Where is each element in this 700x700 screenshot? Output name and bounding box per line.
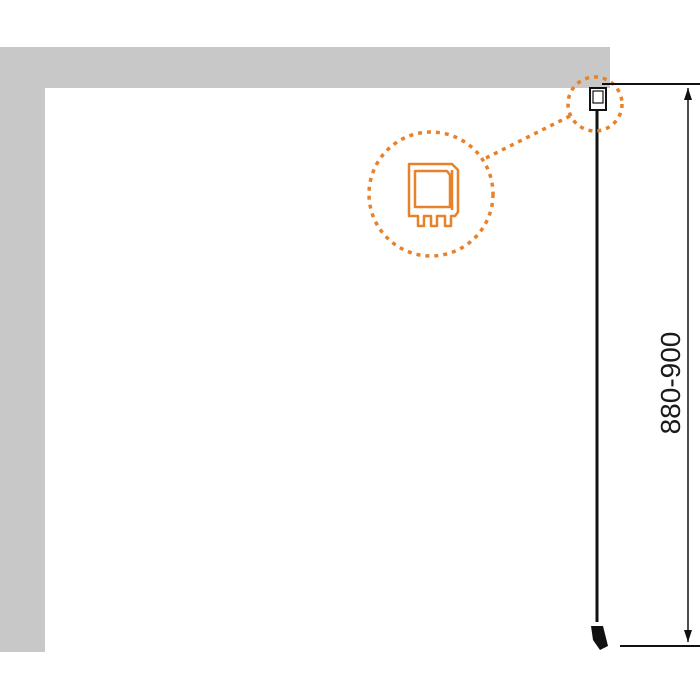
dimension-arrow-top	[684, 88, 692, 100]
dimension-width: 880-900	[602, 83, 700, 647]
dimension-label: 880-900	[655, 332, 686, 435]
wall-outline	[0, 47, 610, 652]
dimension-arrow-bottom	[684, 630, 692, 642]
detail-magnified-circle	[367, 130, 495, 258]
wall-profile-top	[589, 87, 607, 134]
bottom-seal	[591, 626, 608, 650]
detail-connector	[485, 114, 571, 160]
wall-profile-cross-section-icon	[407, 162, 460, 228]
detail-highlight-small	[566, 75, 624, 133]
